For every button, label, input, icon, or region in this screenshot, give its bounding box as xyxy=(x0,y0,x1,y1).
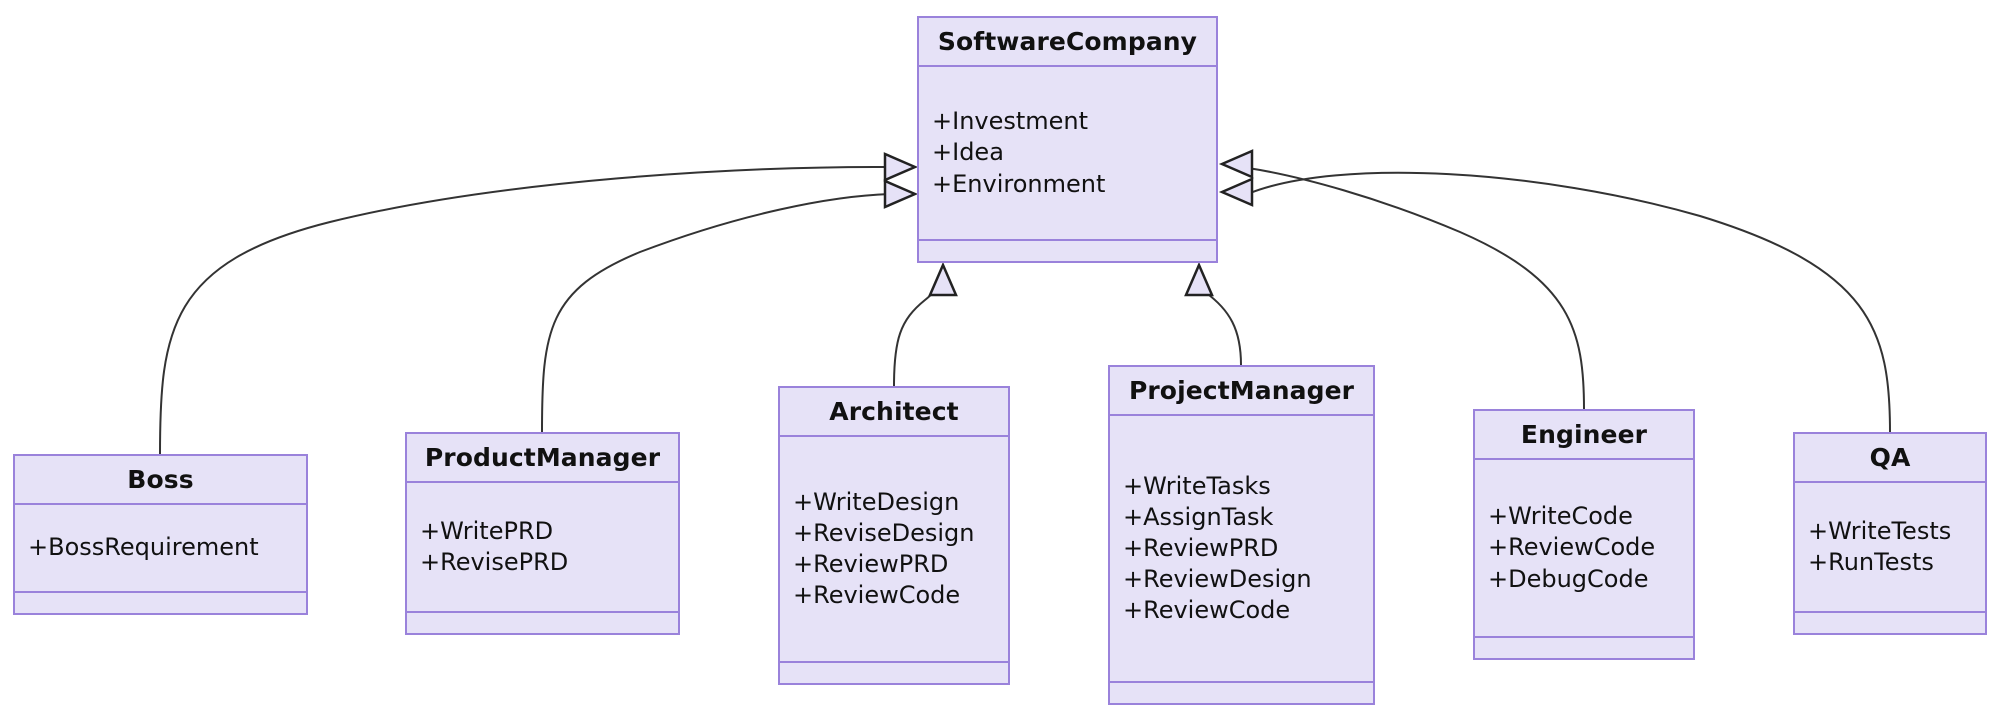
class-divider xyxy=(1110,414,1373,416)
class-member: +WriteDesign xyxy=(793,487,960,516)
class-members-qa: +WriteTests +RunTests xyxy=(1795,483,1985,611)
class-name-projectmanager: ProjectManager xyxy=(1128,376,1355,405)
class-member: +RevisePRD xyxy=(420,548,569,576)
edge-line xyxy=(893,284,944,387)
class-name-productmanager: ProductManager xyxy=(424,443,661,472)
uml-class-projectmanager[interactable]: ProjectManager+WriteTasks+AssignTask+Rev… xyxy=(1108,365,1375,705)
class-member: +Idea xyxy=(932,138,1004,167)
generalization-arrowhead-icon xyxy=(883,152,919,182)
class-member: +WritePRD xyxy=(420,516,554,545)
class-member: +Investment xyxy=(932,107,1089,136)
class-divider xyxy=(919,65,1216,67)
generalization-arrowhead-icon xyxy=(1218,177,1254,207)
class-members-engineer: +WriteCode+ReviewCode+DebugCode xyxy=(1475,460,1693,636)
class-member: +WriteTasks xyxy=(1123,471,1271,500)
class-divider xyxy=(780,661,1008,663)
class-member: +AssignTask xyxy=(1123,502,1274,531)
class-methods-compartment-boss xyxy=(15,593,306,613)
class-divider xyxy=(1475,458,1693,460)
generalization-arrowhead-icon xyxy=(1184,261,1214,297)
class-member: +ReviseDesign xyxy=(793,518,975,547)
class-divider xyxy=(780,435,1008,437)
edge-architect-to-softwarecompany xyxy=(893,261,958,387)
class-member: +ReviewPRD xyxy=(793,550,949,578)
class-methods-compartment-qa xyxy=(1795,613,1985,633)
class-divider xyxy=(407,481,678,483)
class-member: +ReviewPRD xyxy=(1123,533,1279,562)
class-name-engineer: Engineer xyxy=(1520,420,1648,449)
class-name-boss: Boss xyxy=(127,465,194,494)
class-name-qa: QA xyxy=(1869,443,1911,472)
class-members-boss: +BossRequirement xyxy=(15,505,306,591)
class-member: +ReviewDesign xyxy=(1123,565,1312,594)
uml-class-productmanager[interactable]: ProductManager +WritePRD +RevisePRD xyxy=(405,432,680,635)
class-divider xyxy=(1110,681,1373,683)
uml-class-softwarecompany[interactable]: SoftwareCompany +Investment+Idea+Environm… xyxy=(917,16,1218,263)
class-divider xyxy=(15,591,306,593)
uml-class-architect[interactable]: Architect +WriteDesign+ReviseDesign +Revie… xyxy=(778,386,1010,685)
class-methods-compartment-productmanager xyxy=(407,613,678,633)
class-member: +WriteCode xyxy=(1488,502,1633,531)
class-divider xyxy=(1795,481,1985,483)
class-methods-compartment-softwarecompany xyxy=(919,241,1216,261)
generalization-arrowhead-icon xyxy=(883,179,919,209)
class-divider xyxy=(1795,611,1985,613)
class-member: +ReviewCode xyxy=(1488,533,1656,562)
generalization-arrowhead-icon xyxy=(1218,149,1254,179)
class-members-softwarecompany: +Investment+Idea+Environment xyxy=(919,67,1216,239)
uml-class-boss[interactable]: Boss +BossRequirement xyxy=(13,454,308,615)
class-member: +ReviewCode xyxy=(1123,596,1291,625)
class-members-architect: +WriteDesign+ReviseDesign +ReviewPRD +Revi… xyxy=(780,437,1008,661)
class-divider xyxy=(919,239,1216,241)
class-divider xyxy=(407,611,678,613)
class-members-projectmanager: +WriteTasks+AssignTask+ReviewPRD +ReviewD… xyxy=(1110,416,1373,681)
edge-projectmanager-to-softwarecompany xyxy=(1184,261,1242,366)
class-member: +WriteTests xyxy=(1808,516,1952,545)
class-methods-compartment-engineer xyxy=(1475,638,1693,658)
uml-class-qa[interactable]: QA +WriteTests +RunTests xyxy=(1793,432,1987,635)
class-member: +Environment xyxy=(932,169,1106,198)
uml-class-engineer[interactable]: Engineer +WriteCode+ReviewCode+DebugCode xyxy=(1473,409,1695,660)
class-member: +DebugCode xyxy=(1488,564,1649,593)
class-name-softwarecompany: SoftwareCompany xyxy=(937,27,1198,56)
class-member: +ReviewCode xyxy=(793,581,961,610)
class-members-productmanager: +WritePRD +RevisePRD xyxy=(407,483,678,611)
class-member: +BossRequirement xyxy=(28,533,259,562)
generalization-arrowhead-icon xyxy=(928,261,958,297)
class-member: +RunTests xyxy=(1808,548,1934,576)
class-name-architect: Architect xyxy=(829,397,959,426)
class-divider xyxy=(15,503,306,505)
class-methods-compartment-architect xyxy=(780,663,1008,683)
class-divider xyxy=(1475,636,1693,638)
class-methods-compartment-projectmanager xyxy=(1110,683,1373,703)
edge-line xyxy=(1198,286,1242,366)
